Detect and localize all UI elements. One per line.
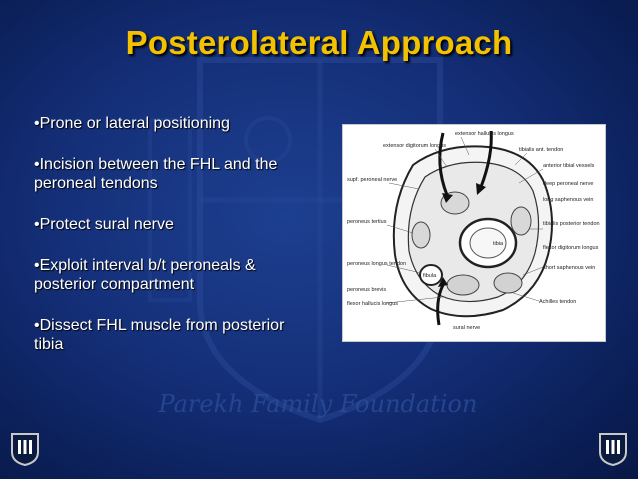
bullet-item: •Exploit interval b/t peroneals & poster… (34, 257, 256, 293)
label-tibia: tibia (493, 241, 504, 247)
label-tibialis-ant-tendon: tibialis ant. tendon (519, 147, 563, 153)
leg-cross-section-diagram: extensor hallucis longus extensor digito… (347, 130, 600, 331)
label-short-saphenous-vein: short saphenous vein (543, 265, 595, 271)
crest-logo-icon (11, 433, 39, 466)
label-long-saphenous-vein: long saphenous vein (543, 197, 593, 203)
label-peroneus-brevis: peroneus brevis (347, 287, 386, 293)
crest-logo-icon (599, 433, 627, 466)
bullet-item: •Dissect FHL muscle from posterior tibia (34, 317, 285, 353)
label-fibula: fibula (423, 273, 437, 279)
label-extensor-digitorum-longus: extensor digitorum longus (383, 143, 446, 149)
label-supf-peroneal-nerve: supf. peroneal nerve (347, 177, 397, 183)
label-deep-peroneal-nerve: deep peroneal nerve (543, 181, 593, 187)
label-peroneus-longus-tendon: peroneus longus tendon (347, 261, 406, 267)
bullet-item: •Protect sural nerve (34, 216, 174, 233)
label-anterior-tibial-vessels: anterior tibial vessels (543, 163, 595, 169)
bullet-item: •Prone or lateral positioning (34, 115, 230, 132)
anatomy-figure: extensor hallucis longus extensor digito… (342, 124, 606, 342)
label-extensor-hallucis-longus: extensor hallucis longus (455, 131, 514, 137)
label-achilles-tendon: Achilles tendon (539, 299, 576, 305)
slide-title: Posterolateral Approach (125, 24, 513, 61)
label-flexor-digitorum-longus: flexor digitorum longus (543, 245, 599, 251)
watermark-foundation-text: Parekh Family Foundation (158, 390, 478, 418)
label-flexor-hallucis-longus: flexor hallucis longus (347, 301, 398, 307)
bullet-item: •Incision between the FHL and the perone… (34, 156, 278, 192)
label-tibialis-posterior-tendon: tibialis posterior tendon (543, 221, 600, 227)
label-peroneus-tertius: peroneus tertius (347, 219, 387, 225)
label-sural-nerve: sural nerve (453, 325, 480, 331)
bullet-list: •Prone or lateral positioning •Incision … (34, 114, 304, 376)
